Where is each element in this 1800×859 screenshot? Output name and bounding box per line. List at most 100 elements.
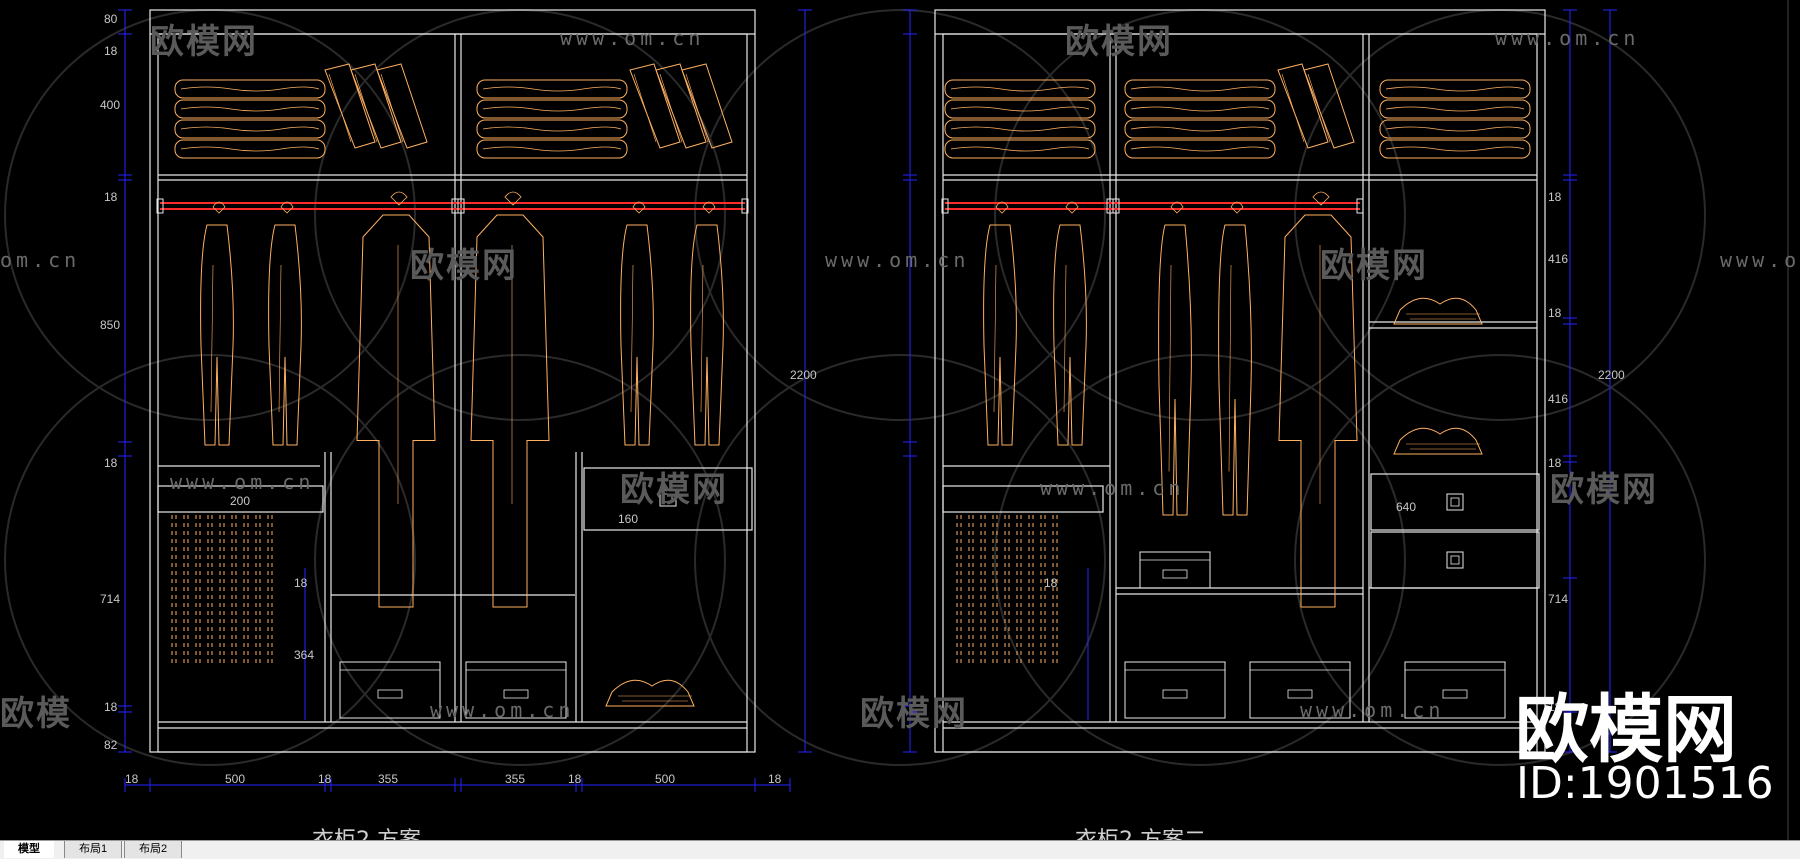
rod-bracket (941, 198, 949, 214)
pillow (629, 63, 681, 149)
pillow (1277, 63, 1329, 149)
storage-box (1139, 551, 1211, 589)
watermark-logo: 欧模网 (1550, 470, 1658, 510)
storage-box (1124, 661, 1226, 719)
trouser-crease (1228, 264, 1232, 472)
box-handle (377, 689, 403, 699)
folded-towel (1379, 79, 1531, 99)
hanging-coat (470, 214, 550, 608)
towel-fold-line (482, 126, 622, 132)
dimension-label: 18 (1548, 190, 1562, 204)
folded-towel (944, 79, 1096, 99)
towel-fold-line (1385, 146, 1525, 152)
drawer-knob (659, 489, 677, 507)
pillow-seam (685, 73, 709, 143)
drawer (1370, 473, 1540, 531)
towel-fold-line (1385, 126, 1525, 132)
trouser-crease (1063, 264, 1067, 413)
folded-towel (1379, 139, 1531, 159)
clothes-hanger (390, 191, 408, 206)
storage-box (465, 661, 567, 719)
drawer (942, 485, 1104, 513)
trouser-crease (993, 264, 997, 413)
dimension-label: 850 (100, 318, 121, 332)
rod-bracket (457, 198, 465, 214)
box-handle (1162, 569, 1188, 579)
folded-towel (174, 119, 326, 139)
clothes-hanger (280, 201, 294, 214)
towel-fold-line (1385, 106, 1525, 112)
trouser-crease (1168, 264, 1172, 472)
towel-fold-line (482, 146, 622, 152)
watermark-url: www.om.cn (825, 248, 970, 272)
dimension-label: 18 (104, 44, 118, 58)
pillow (350, 63, 402, 149)
dimension-label: 640 (1396, 500, 1417, 514)
dimension-label: 200 (230, 494, 251, 508)
hanging-trousers (1158, 224, 1192, 516)
towel-fold-line (180, 146, 320, 152)
layout-tab-bar: 模型 布局1 布局2 (0, 840, 1800, 859)
folded-towel (1379, 99, 1531, 119)
folded-towel (174, 99, 326, 119)
hanging-trousers (983, 224, 1017, 446)
tab-layout2[interactable]: 布局2 (124, 841, 183, 858)
brand-id: ID:1901516 (1516, 758, 1774, 809)
towel-fold-line (950, 126, 1090, 132)
drawer (583, 467, 753, 531)
folded-towel (476, 79, 628, 99)
storage-box (1249, 661, 1351, 719)
towel-fold-line (482, 86, 622, 92)
rod-bracket (741, 198, 749, 214)
rod-bracket (1112, 198, 1120, 214)
watermark-url: www.om.cn (170, 470, 315, 494)
clothes-hanger (1170, 201, 1184, 214)
folded-towel (476, 99, 628, 119)
clothes-hanger (1230, 201, 1244, 214)
wardrobe-frame-left (149, 9, 756, 753)
folded-towel (944, 99, 1096, 119)
dimension-label: 18 (1548, 456, 1562, 470)
pillow (376, 63, 428, 149)
watermark-circle (314, 354, 726, 766)
watermark-url: www.om.cn (1720, 248, 1800, 272)
dimension-label: 80 (104, 12, 118, 26)
folded-towel (1124, 119, 1276, 139)
drawer-knob-inner (663, 493, 673, 503)
towel-fold-line (180, 106, 320, 112)
folded-towel (174, 79, 326, 99)
watermark-logo: 欧模网 (1320, 246, 1428, 286)
brand-logo-text: 欧模网 (1515, 687, 1737, 773)
towel-fold-line (1130, 146, 1270, 152)
watermark-url: om.cn (0, 248, 81, 272)
clothes-hanger (504, 191, 522, 206)
pillow-seam (1307, 73, 1331, 143)
folded-towel (944, 119, 1096, 139)
dimension-label: 400 (100, 98, 121, 112)
tab-model[interactable]: 模型 (4, 841, 54, 858)
folded-towel (476, 139, 628, 159)
hanging-trousers (620, 224, 654, 446)
watermark-url: www.om.cn (1040, 476, 1185, 500)
watermark-logo: 欧模网 (620, 470, 728, 510)
watermark-logo: 欧模网 (410, 246, 518, 286)
pillow-seam (328, 73, 352, 143)
clothes-hanger (702, 201, 716, 214)
watermark-url: www.om.cn (560, 26, 705, 50)
clothes-hanger (212, 201, 226, 214)
dimension-label: 160 (618, 512, 639, 526)
tab-layout1[interactable]: 布局1 (64, 841, 123, 858)
dimension-label: 416 (1548, 252, 1569, 266)
folded-clothes-line (1406, 313, 1480, 320)
dimension-label: 2200 (790, 368, 817, 382)
hanging-coat (356, 214, 436, 608)
trouser-crease (630, 264, 634, 413)
watermark-circle (694, 354, 1106, 766)
pillow (324, 63, 376, 149)
towel-fold-line (950, 86, 1090, 92)
rod-bracket (156, 198, 164, 214)
box-handle (503, 689, 529, 699)
pillow-seam (633, 73, 657, 143)
folded-clothes-line (1406, 443, 1480, 450)
